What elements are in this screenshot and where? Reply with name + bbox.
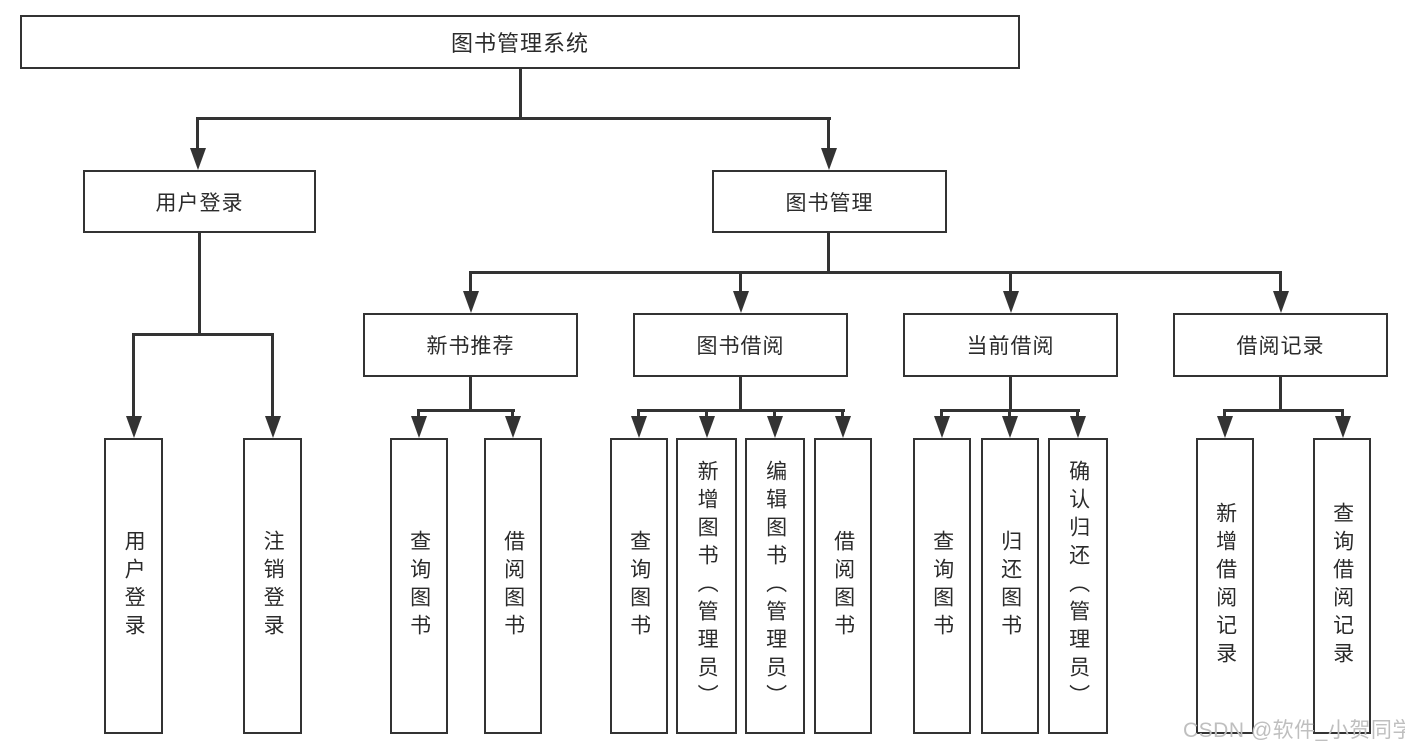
- node-current-borrow-label: 当前借阅: [966, 335, 1055, 358]
- node-borrow-records-label: 借阅记录: [1236, 335, 1325, 358]
- connector-drop-new-book-rec: [469, 271, 472, 292]
- connector-root-bar: [196, 117, 831, 120]
- arrow-down-icon: [1070, 416, 1086, 438]
- leaf-records-add-record-label: 新增借阅记录: [1213, 502, 1237, 670]
- connector-borrow-records-trunk: [1279, 377, 1282, 412]
- arrow-down-icon: [767, 416, 783, 438]
- arrow-down-icon: [190, 148, 206, 170]
- arrow-down-icon: [835, 416, 851, 438]
- leaf-user-login: 用户登录: [104, 438, 163, 734]
- leaf-records-query-record: 查询借阅记录: [1313, 438, 1371, 734]
- connector-stub: [705, 409, 708, 418]
- leaf-current-return-books-label: 归还图书: [998, 530, 1022, 642]
- leaf-user-login-label: 用户登录: [122, 530, 146, 642]
- connector-drop-borrow-records: [1279, 271, 1282, 292]
- leaf-borrow-query-books: 查询图书: [610, 438, 668, 734]
- connector-book-borrow-trunk: [739, 377, 742, 412]
- node-root-system: 图书管理系统: [20, 15, 1020, 69]
- connector-stub: [637, 409, 640, 418]
- node-book-mgmt-label: 图书管理: [785, 191, 874, 215]
- watermark-text: CSDN @软件_小贺同学: [1183, 719, 1405, 742]
- leaf-current-return-books: 归还图书: [981, 438, 1039, 734]
- node-book-mgmt: 图书管理: [712, 170, 947, 233]
- connector-stub: [511, 409, 514, 418]
- connector-book-mgmt-bar: [469, 271, 1282, 274]
- connector-new-book-rec-bar: [417, 409, 515, 412]
- leaf-borrow-edit-books-admin-label: 编辑图书（管理员）: [763, 460, 787, 712]
- node-book-borrow-label: 图书借阅: [696, 335, 785, 358]
- node-user-login: 用户登录: [83, 170, 316, 233]
- leaf-borrow-add-books-admin: 新增图书（管理员）: [676, 438, 737, 734]
- connector-drop-login-leaf: [132, 333, 135, 417]
- connector-stub: [841, 409, 844, 418]
- connector-drop-user-login: [196, 117, 199, 150]
- leaf-records-add-record: 新增借阅记录: [1196, 438, 1254, 734]
- connector-user-login-trunk: [198, 233, 201, 335]
- arrow-down-icon: [505, 416, 521, 438]
- arrow-down-icon: [1003, 291, 1019, 313]
- node-user-login-label: 用户登录: [155, 191, 244, 215]
- arrow-down-icon: [1217, 416, 1233, 438]
- connector-stub: [417, 409, 420, 418]
- leaf-borrow-borrow-books-label: 借阅图书: [831, 530, 855, 642]
- node-new-book-rec: 新书推荐: [363, 313, 578, 377]
- connector-current-borrow-trunk: [1009, 377, 1012, 412]
- connector-new-book-rec-trunk: [469, 377, 472, 412]
- arrow-down-icon: [411, 416, 427, 438]
- leaf-current-confirm-return-admin: 确认归还（管理员）: [1048, 438, 1108, 734]
- connector-stub: [1008, 409, 1011, 418]
- connector-drop-book-borrow: [739, 271, 742, 292]
- leaf-current-confirm-return-admin-label: 确认归还（管理员）: [1066, 460, 1090, 712]
- leaf-current-query-books-label: 查询图书: [930, 530, 954, 642]
- leaf-rec-borrow-books-label: 借阅图书: [501, 530, 525, 642]
- arrow-down-icon: [1335, 416, 1351, 438]
- node-borrow-records: 借阅记录: [1173, 313, 1388, 377]
- arrow-down-icon: [821, 148, 837, 170]
- connector-root-trunk: [519, 69, 522, 119]
- arrow-down-icon: [463, 291, 479, 313]
- connector-stub: [1223, 409, 1226, 418]
- connector-stub: [773, 409, 776, 418]
- connector-book-mgmt-trunk: [827, 233, 830, 273]
- arrow-down-icon: [126, 416, 142, 438]
- arrow-down-icon: [934, 416, 950, 438]
- node-root-system-label: 图书管理系统: [450, 31, 589, 56]
- node-new-book-rec-label: 新书推荐: [426, 335, 515, 358]
- connector-drop-logout-leaf: [271, 333, 274, 417]
- connector-stub: [1076, 409, 1079, 418]
- leaf-current-query-books: 查询图书: [913, 438, 971, 734]
- connector-stub: [1341, 409, 1344, 418]
- node-book-borrow: 图书借阅: [633, 313, 848, 377]
- leaf-borrow-borrow-books: 借阅图书: [814, 438, 872, 734]
- leaf-borrow-add-books-admin-label: 新增图书（管理员）: [695, 460, 719, 712]
- arrow-down-icon: [265, 416, 281, 438]
- arrow-down-icon: [1273, 291, 1289, 313]
- arrow-down-icon: [733, 291, 749, 313]
- leaf-borrow-query-books-label: 查询图书: [627, 530, 651, 642]
- arrow-down-icon: [1002, 416, 1018, 438]
- leaf-logout-label: 注销登录: [261, 530, 285, 642]
- connector-borrow-records-bar: [1223, 409, 1344, 412]
- leaf-logout: 注销登录: [243, 438, 302, 734]
- connector-drop-book-mgmt: [827, 117, 830, 150]
- arrow-down-icon: [631, 416, 647, 438]
- leaf-rec-borrow-books: 借阅图书: [484, 438, 542, 734]
- leaf-records-query-record-label: 查询借阅记录: [1330, 502, 1354, 670]
- connector-book-borrow-bar: [637, 409, 845, 412]
- leaf-rec-query-books-label: 查询图书: [407, 530, 431, 642]
- node-current-borrow: 当前借阅: [903, 313, 1118, 377]
- leaf-rec-query-books: 查询图书: [390, 438, 448, 734]
- connector-stub: [940, 409, 943, 418]
- leaf-borrow-edit-books-admin: 编辑图书（管理员）: [745, 438, 805, 734]
- arrow-down-icon: [699, 416, 715, 438]
- connector-drop-current-borrow: [1009, 271, 1012, 292]
- connector-user-login-bar: [132, 333, 274, 336]
